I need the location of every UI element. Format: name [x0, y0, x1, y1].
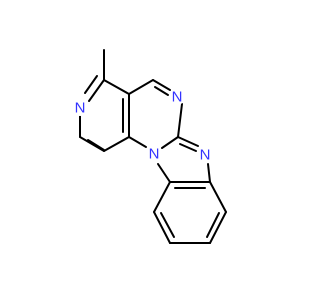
bond-c6a-n7-double: [179, 143, 197, 152]
bond-n12-c14: [128, 136, 147, 148]
atom-n-imidazole: N: [200, 147, 211, 164]
bonds: [79, 49, 227, 244]
bond-c11-c10: [153, 211, 171, 244]
atom-n-pyridine: N: [75, 100, 86, 117]
bond-c4a-c5: [128, 79, 154, 95]
atom-n-pyrimidine: N: [172, 89, 183, 106]
bond-c6a-n12: [161, 136, 179, 149]
bond-c5-n6: [152, 79, 171, 91]
bond-c9-c8: [209, 211, 227, 244]
bond-n6-c6a: [177, 103, 183, 138]
bond-c4-n3: [88, 79, 105, 102]
atom-labels: N N N N: [72, 89, 213, 164]
molecule-structure: N N N N: [72, 49, 227, 244]
bond-c9-c8-double: [206, 212, 220, 238]
atom-n-bridgehead: N: [149, 146, 160, 163]
bond-c4a-c4: [103, 79, 130, 95]
bond-c4-n3-double: [84, 75, 98, 94]
bond-c11a-c11: [153, 181, 171, 213]
bond-c11-c10-double: [160, 212, 175, 238]
bond-c5-n6-double: [154, 86, 169, 96]
bond-c2-c1-double: [87, 139, 105, 151]
bond-n7-c7a: [207, 163, 211, 183]
bond-c6a-n7: [177, 136, 199, 147]
bond-c1-c14: [103, 136, 130, 152]
molecule-canvas: N N N N: [72, 49, 227, 244]
bond-c8-c7a: [209, 181, 227, 213]
bond-c11a-n12: [157, 163, 171, 183]
